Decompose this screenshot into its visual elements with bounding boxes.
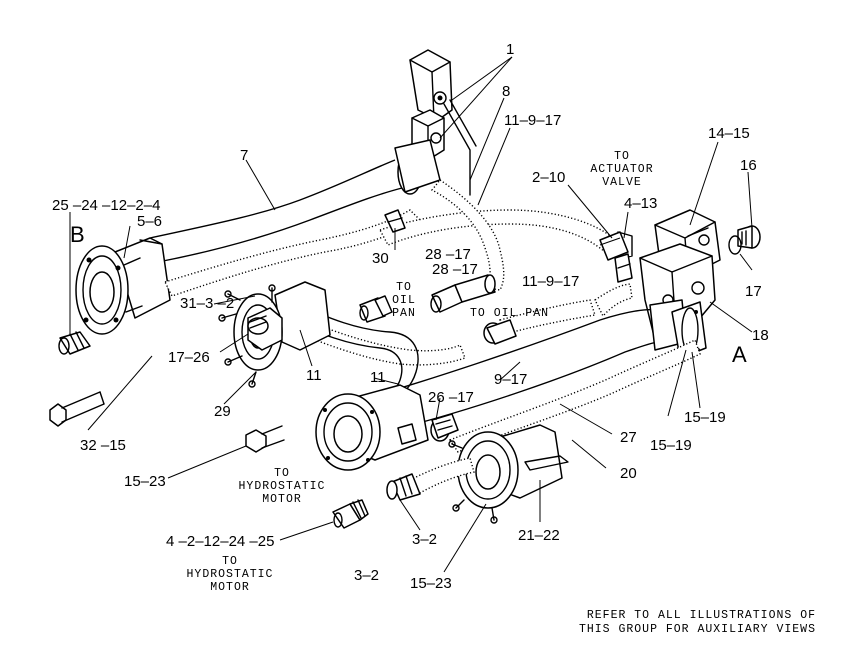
note-oil-pan-a-line-2: OIL <box>392 294 416 307</box>
callout-20: 20 <box>620 465 637 482</box>
callout-17: 17 <box>745 283 762 300</box>
note-to-hydrostatic-motor-a: TO HYDROSTATIC MOTOR <box>239 467 326 506</box>
note-actuator-line-2: ACTUATOR <box>590 163 653 176</box>
note-motor-a-line-3: MOTOR <box>262 493 302 506</box>
callout-labels: 1 8 11–9–17 7 2–10 14–15 16 25 –24 –12–2… <box>52 41 769 592</box>
callout-4-2-12-24-25: 4 –2–12–24 –25 <box>166 533 274 550</box>
fitting-25-24-12-2-4 <box>58 331 91 355</box>
note-motor-a-line-1: TO <box>274 467 290 480</box>
callout-11-9-17-mid: 11–9–17 <box>522 273 579 290</box>
callout-31-3-2: 31–3 –2 <box>180 295 234 312</box>
fitting-26-17 <box>430 413 459 442</box>
fitting-4-2-12-24-25 <box>332 499 369 529</box>
o-ring-17 <box>728 235 742 255</box>
fitting-28-17-b <box>430 274 496 313</box>
flange-housing-center <box>315 384 429 471</box>
callout-a: A <box>732 342 747 367</box>
leader-lines <box>69 56 753 573</box>
note-motor-b-line-1: TO <box>222 555 238 568</box>
note-to-hydrostatic-motor-b: TO HYDROSTATIC MOTOR <box>187 555 274 594</box>
flange-housing-b <box>75 237 171 335</box>
callout-26-17: 26 –17 <box>428 389 474 406</box>
note-oil-pan-b: TO OIL PAN <box>470 307 549 320</box>
callout-15-19-a: 15–19 <box>650 437 692 454</box>
callout-4-13: 4–13 <box>624 195 657 212</box>
callout-5-6: 5–6 <box>137 213 162 230</box>
callout-21-22: 21–22 <box>518 527 560 544</box>
fitting-3-2 <box>386 457 475 501</box>
callout-1: 1 <box>506 41 514 58</box>
clip-30 <box>384 209 406 233</box>
callout-14-15: 14–15 <box>708 125 750 142</box>
note-actuator-line-1: TO <box>614 150 630 163</box>
note-to-actuator-valve: TO ACTUATOR VALVE <box>590 150 653 189</box>
callout-11-9-17-top: 11–9–17 <box>504 112 561 129</box>
note-to-oil-pan-b: TO OIL PAN <box>470 307 549 320</box>
callout-32-15: 32 –15 <box>80 437 126 454</box>
tube-27 <box>448 339 701 453</box>
flange-housing-21-22 <box>448 424 569 524</box>
callout-11-b: 11 <box>370 369 386 386</box>
callout-8: 8 <box>502 83 510 100</box>
note-motor-b-line-3: MOTOR <box>210 581 250 594</box>
note-motor-b-line-2: HYDROSTATIC <box>187 568 274 581</box>
note-oil-pan-a-line-3: PAN <box>392 307 416 320</box>
note-actuator-line-3: VALVE <box>602 176 642 189</box>
callout-15-23-a: 15–23 <box>124 473 166 490</box>
note-refer-line-2: THIS GROUP FOR AUXILIARY VIEWS <box>579 623 816 636</box>
callout-28-17-a: 28 –17 <box>425 246 471 263</box>
callout-25-24-12-2-4: 25 –24 –12–2–4 <box>52 197 160 214</box>
fitting-28-17-a <box>359 295 393 323</box>
callout-18: 18 <box>752 327 769 344</box>
bolt-15-23 <box>245 425 285 453</box>
note-oil-pan-a-line-1: TO <box>396 281 412 294</box>
fitting-2-10 <box>599 231 633 283</box>
callout-2-10: 2–10 <box>532 169 565 186</box>
callout-b: B <box>70 222 85 247</box>
callout-9-17: 9–17 <box>494 371 527 388</box>
note-to-oil-pan-a: TO OIL PAN <box>392 281 416 320</box>
callout-16: 16 <box>740 157 757 174</box>
callout-29: 29 <box>214 403 231 420</box>
note-refer: REFER TO ALL ILLUSTRATIONS OF THIS GROUP… <box>579 609 816 636</box>
callout-27: 27 <box>620 429 637 446</box>
callout-30: 30 <box>372 250 389 267</box>
flange-15-19 <box>671 301 707 359</box>
upper-tube-7 <box>149 139 441 263</box>
callout-15-23-b: 15–23 <box>410 575 452 592</box>
callout-3-2-b: 3–2 <box>354 567 379 584</box>
note-motor-a-line-2: HYDROSTATIC <box>239 480 326 493</box>
callout-7: 7 <box>240 147 248 164</box>
note-refer-line-1: REFER TO ALL ILLUSTRATIONS OF <box>587 609 816 622</box>
elbow-17-26 <box>247 307 283 351</box>
bolt-32-15 <box>49 391 105 427</box>
hose-11-9-17-mid <box>483 283 633 345</box>
callout-28-17-b: 28 –17 <box>432 261 478 278</box>
callout-3-2-a: 3–2 <box>412 531 437 548</box>
callout-17-26: 17–26 <box>168 349 210 366</box>
plug-16 <box>737 225 761 249</box>
callout-15-19-b: 15–19 <box>684 409 726 426</box>
callout-11-a: 11 <box>306 367 322 384</box>
